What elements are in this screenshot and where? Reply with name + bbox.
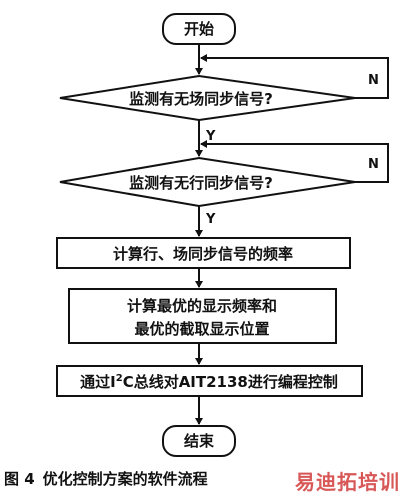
edge-line-no-loop: [200, 140, 389, 183]
start-label: 开始: [184, 20, 214, 38]
process-i2c-programming: 通过I2C总线对AIT2138进行编程控制: [56, 365, 363, 397]
start-node: 开始: [162, 13, 236, 45]
process-optimal-label-line2: 最优的截取显示位置: [134, 320, 269, 338]
process-calc-label: 计算行、场同步信号的频率: [113, 245, 293, 263]
process-i2c-suffix: C总线对AIT2138进行编程控制: [123, 373, 338, 391]
figure-caption: 图 4 优化控制方案的软件流程: [4, 468, 404, 489]
process-calc-frequency: 计算行、场同步信号的频率: [56, 237, 351, 269]
watermark-logo: 易迪拓培训: [295, 470, 400, 494]
process-optimal-label-line1: 计算最优的显示频率和: [127, 297, 277, 315]
process-optimal-display: 计算最优的显示频率和 最优的截取显示位置: [68, 288, 337, 344]
figure-number: 图 4: [4, 470, 35, 488]
end-label: 结束: [184, 432, 215, 450]
decision-line-sync: 监测有无行同步信号?: [59, 156, 356, 208]
label-yes-field: Y: [205, 129, 216, 144]
label-yes-line: Y: [205, 212, 216, 227]
process-i2c-label: 通过I2C总线对AIT2138进行编程控制: [80, 373, 338, 391]
edge-field-no-loop: [200, 54, 389, 99]
decision-field-sync: 监测有无场同步信号?: [59, 74, 356, 122]
process-i2c-superscript: 2: [116, 373, 123, 384]
process-i2c-prefix: 通过I: [80, 373, 116, 391]
label-no-line: N: [368, 157, 379, 172]
label-no-field: N: [368, 73, 379, 88]
decision-field-label: 监测有无场同步信号?: [129, 90, 273, 108]
end-node: 结束: [162, 425, 236, 457]
figure-title: 优化控制方案的软件流程: [42, 470, 208, 488]
decision-line-label: 监测有无行同步信号?: [129, 174, 273, 192]
